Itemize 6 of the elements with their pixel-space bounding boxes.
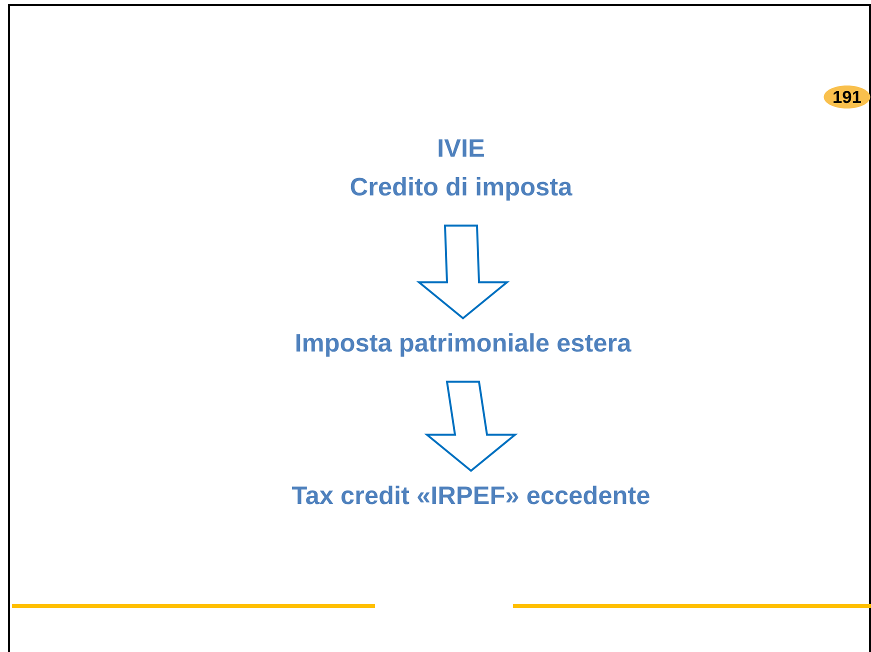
heading-text: Imposta patrimoniale estera xyxy=(296,333,632,357)
heading-text: IVIE Credito di imposta xyxy=(350,139,572,201)
heading-text: Tax credit «IRPEF» eccedente xyxy=(292,486,650,504)
block-arrow xyxy=(416,224,510,320)
page-number-badge: 191 xyxy=(824,86,870,108)
block-arrow xyxy=(424,380,518,472)
